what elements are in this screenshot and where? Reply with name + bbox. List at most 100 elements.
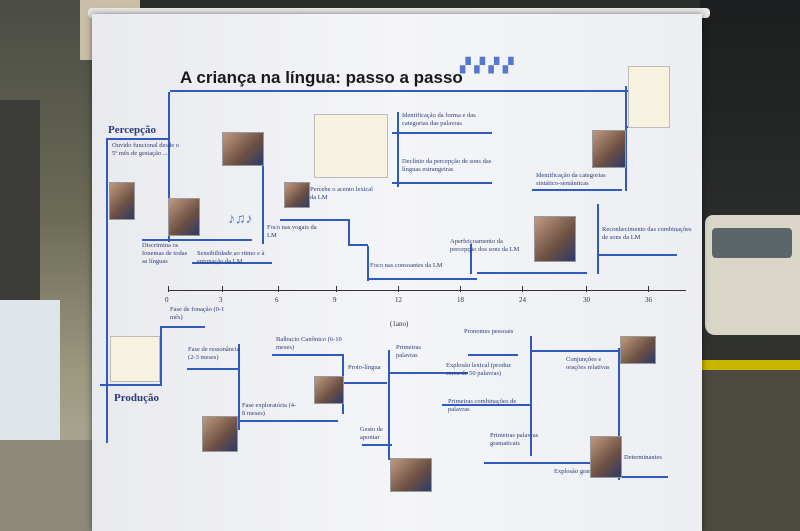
title-underline — [170, 90, 630, 92]
perception-step — [192, 262, 272, 264]
perception-step — [367, 278, 477, 280]
perception-note: Reconhecimento das combinações de sons d… — [602, 226, 692, 241]
production-step — [238, 420, 338, 422]
footprints-icon: ▞ ▞ ▞ ▞ — [460, 59, 514, 74]
timeline-tick — [278, 286, 279, 292]
production-note: Balbucio Canônico (6-10 meses) — [276, 336, 342, 351]
timeline-tick — [336, 286, 337, 292]
timeline-tick — [398, 286, 399, 292]
perception-step — [168, 92, 170, 242]
production-note: Fase de ressonância (2-3 meses) — [188, 346, 240, 361]
timeline-tick-label: 3 — [219, 296, 223, 304]
production-step — [272, 354, 342, 356]
perception-step — [477, 272, 587, 274]
baby-photo — [620, 336, 656, 364]
perception-note: Percebe o acento lexical da LM — [310, 186, 373, 201]
perception-step — [367, 246, 369, 281]
production-step — [484, 462, 614, 464]
background-floor-left — [0, 440, 95, 531]
timeline-tick — [586, 286, 587, 292]
production-step — [388, 372, 468, 374]
timeline-tick-label: 12 — [395, 296, 402, 304]
production-note: Gesto de apontar — [360, 426, 383, 441]
production-note: Conjunções e orações relativas — [566, 356, 610, 371]
perception-step — [392, 132, 492, 134]
production-step — [530, 336, 532, 456]
timeline-tick — [648, 286, 649, 292]
perception-note: Identificação da categorias sintático-se… — [536, 172, 606, 187]
perception-step — [348, 244, 368, 246]
perception-note: Identificação da forma e das categorias … — [402, 112, 476, 127]
perception-step — [625, 86, 627, 191]
timeline-tick — [460, 286, 461, 292]
production-underline — [100, 384, 160, 386]
perception-step — [597, 254, 677, 256]
perception-note: Sensibilidade ao ritmo e à entonação da … — [197, 250, 265, 265]
perception-note: Foco nas consoantes da LM — [370, 262, 443, 269]
production-note: Explosão gramatical — [554, 468, 608, 475]
background-board — [0, 100, 40, 300]
perception-step — [532, 189, 622, 191]
perception-step — [142, 239, 252, 241]
production-step — [618, 476, 668, 478]
production-label: Produção — [114, 392, 160, 404]
music-notes-icon: ♪♫♪ — [228, 212, 253, 227]
production-step — [342, 382, 387, 384]
background-van-window — [712, 228, 792, 258]
production-note: Primeiras palavras — [396, 344, 421, 359]
fetus-image — [109, 182, 135, 220]
perception-vertical — [106, 138, 108, 443]
baby-photo — [592, 130, 626, 168]
perception-step — [397, 112, 399, 187]
production-note: Proto-língua — [348, 364, 381, 371]
production-step — [238, 344, 240, 430]
production-step — [618, 348, 620, 480]
production-step — [388, 350, 390, 460]
baby-photo — [222, 132, 264, 166]
timeline-axis — [168, 290, 686, 291]
poster-banner: A criança na língua: passo a passo ▞ ▞ ▞… — [92, 14, 702, 531]
perception-note: Aperfeiçoamento da percepção dos sons da… — [450, 238, 520, 253]
perception-step — [280, 219, 350, 221]
production-step — [187, 368, 239, 370]
timeline-tick-label: 30 — [583, 296, 590, 304]
banner-rod — [88, 8, 710, 18]
timeline-tick — [522, 286, 523, 292]
perception-note: Ouvido funcional desde o 5º mês de gesta… — [112, 142, 179, 157]
perception-note: Foco nas vogais da LM — [267, 224, 317, 239]
timeline-tick — [222, 286, 223, 292]
background-sign — [0, 300, 60, 460]
baby-photo — [534, 216, 576, 262]
background-floor-right — [700, 370, 800, 531]
production-vertical — [160, 326, 162, 386]
perception-step — [392, 182, 492, 184]
baby-photo — [314, 376, 344, 404]
perception-step — [597, 204, 599, 274]
baby-photo — [202, 416, 238, 452]
perception-step — [262, 154, 264, 244]
production-step — [442, 404, 532, 406]
timeline-tick — [168, 286, 169, 292]
production-note: Pronomes pessoais — [464, 328, 514, 335]
baby-photo — [168, 198, 200, 236]
production-note: Primeiras combinações de palavras — [448, 398, 517, 413]
perception-note: Discrimina os fonemas de todas as língua… — [142, 242, 188, 265]
timeline-tick-label: 0 — [165, 296, 169, 304]
perception-step — [348, 219, 350, 244]
year-note: (1ano) — [390, 320, 409, 328]
production-step — [362, 444, 392, 446]
timeline-tick-label: 24 — [519, 296, 526, 304]
production-note: Fase de fonação (0-1 mês) — [170, 306, 225, 321]
production-step — [530, 350, 620, 352]
baby-photo — [590, 436, 622, 478]
production-note: Determinantes — [624, 454, 662, 461]
timeline-tick-label: 9 — [333, 296, 337, 304]
baby-photo — [284, 182, 310, 208]
production-step — [468, 354, 518, 356]
child-drawing — [110, 336, 160, 382]
production-step — [160, 326, 205, 328]
production-note: Primeiras palavras gramaticais — [490, 432, 539, 447]
production-note: Fase exploratória (4-8 meses) — [242, 402, 297, 417]
timeline-tick-label: 6 — [275, 296, 279, 304]
production-note: Explosão lexical (produz cerca de 50 pal… — [446, 362, 511, 377]
